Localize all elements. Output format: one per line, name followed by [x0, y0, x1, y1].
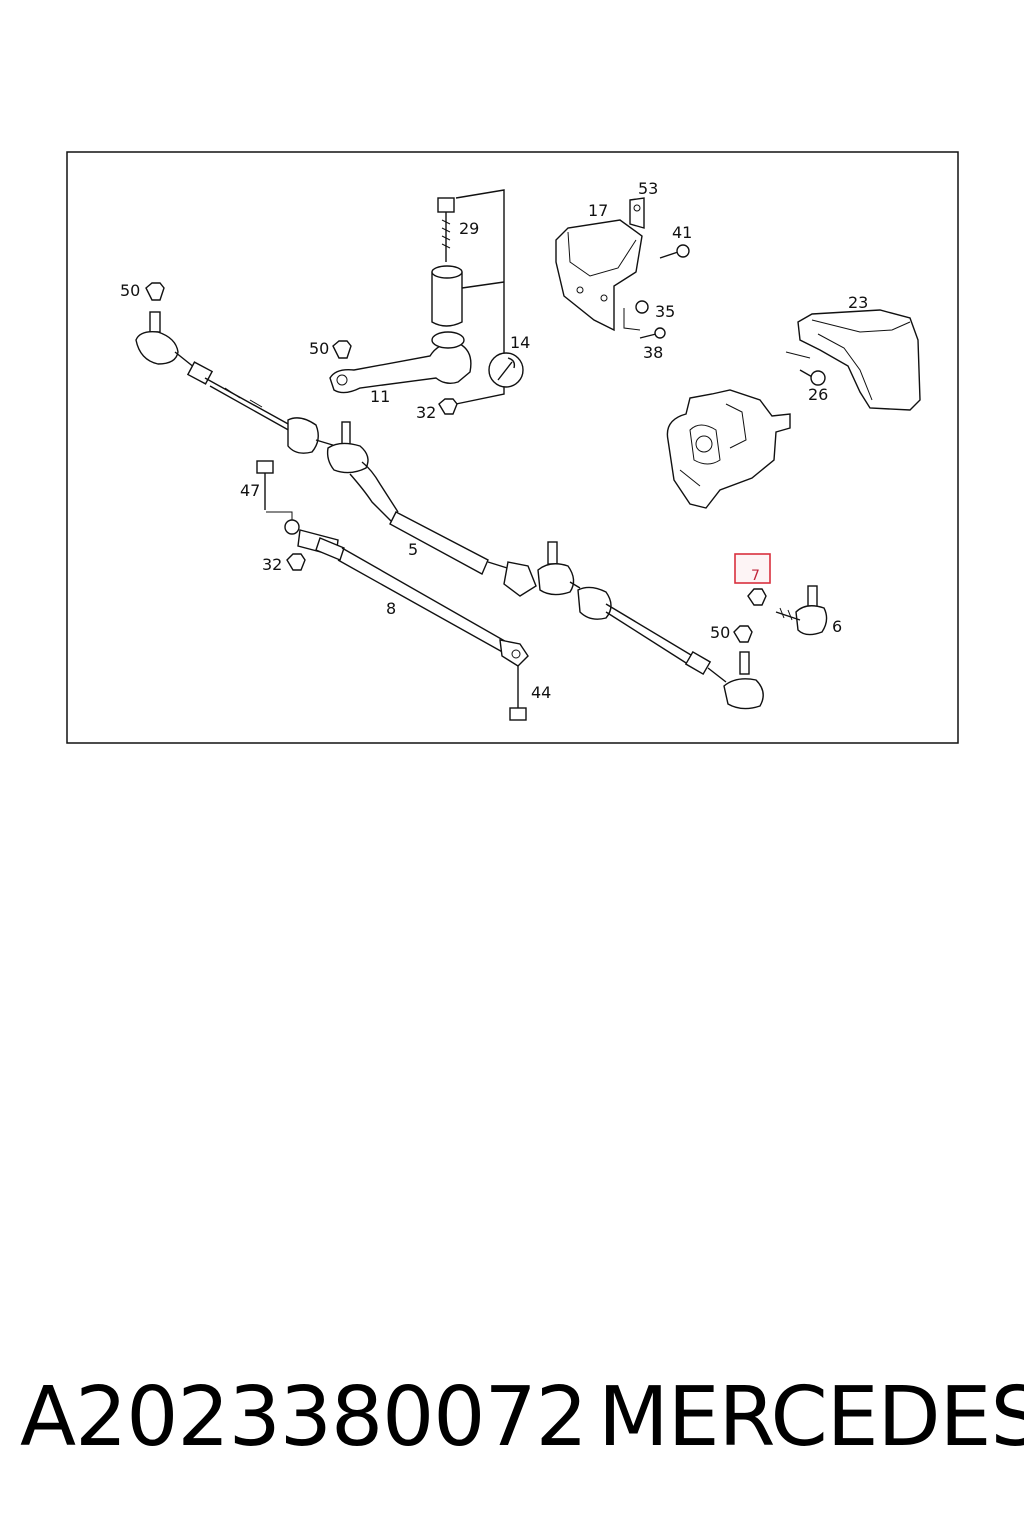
part-number: A2023380072: [20, 1370, 588, 1465]
callout-32-a: 32: [416, 403, 436, 422]
callout-53: 53: [638, 179, 658, 198]
footer: A2023380072 MERCEDES: [0, 1370, 1024, 1470]
callout-6: 6: [832, 617, 842, 636]
steering-damper: [284, 519, 529, 667]
highlight-box-7: [734, 553, 771, 584]
callout-38: 38: [643, 343, 663, 362]
callout-11: 11: [370, 387, 390, 406]
bolt-47: [256, 460, 293, 520]
callout-5: 5: [408, 540, 418, 559]
callout-23: 23: [848, 293, 868, 312]
brand-name: MERCEDES: [598, 1370, 1024, 1465]
callout-50-c: 50: [710, 623, 730, 642]
callout-labels: 50 50 29 14 11 32 17 53 41 35 38 23 26 4…: [120, 179, 868, 702]
callout-41: 41: [672, 223, 692, 242]
parts-diagram: 50 50 29 14 11 32 17 53 41 35 38 23 26 4…: [66, 151, 959, 744]
callout-35: 35: [655, 302, 675, 321]
callout-50-b: 50: [309, 339, 329, 358]
callout-44: 44: [531, 683, 551, 702]
tie-rod-left: [135, 311, 369, 474]
steering-box: [666, 389, 791, 509]
callout-7: 7: [751, 568, 760, 584]
nuts: [145, 282, 767, 643]
callout-8: 8: [386, 599, 396, 618]
center-link: [349, 461, 581, 597]
idler-arm: [329, 189, 524, 405]
callout-26: 26: [808, 385, 828, 404]
splash-cover: [785, 309, 921, 411]
callout-50-a: 50: [120, 281, 140, 300]
callout-14: 14: [510, 333, 530, 352]
callout-32-b: 32: [262, 555, 282, 574]
tie-rod-end-6: [775, 585, 828, 636]
bolt-44: [509, 666, 527, 721]
callout-47: 47: [240, 481, 260, 500]
callout-17: 17: [588, 201, 608, 220]
tie-rod-right: [577, 586, 764, 710]
callout-29: 29: [459, 219, 479, 238]
shield-bracket: [555, 197, 690, 339]
